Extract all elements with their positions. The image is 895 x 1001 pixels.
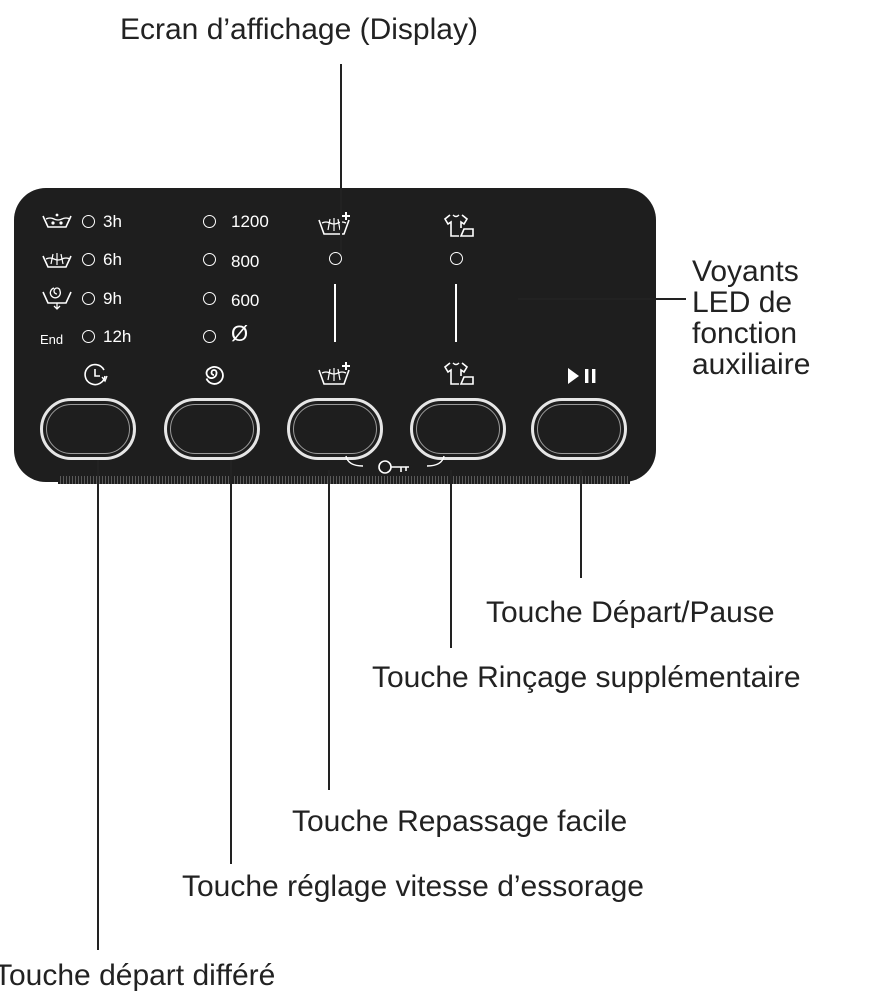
rinse-spin-icon	[42, 287, 72, 310]
delay-option-3h: 3h	[103, 212, 122, 231]
label-display: Ecran d’affichage (Display)	[120, 13, 478, 46]
spin-led-1200	[203, 215, 216, 228]
label-delay-start: Touche départ différé	[0, 959, 276, 992]
easy-iron-led	[450, 252, 463, 265]
extra-rinse-led	[329, 252, 342, 265]
delay-option-9h: 9h	[103, 289, 122, 308]
prewash-icon	[42, 213, 72, 228]
easy-iron-button[interactable]	[287, 398, 383, 460]
leader-extra-rinse	[450, 470, 452, 648]
spin-option-800: 800	[231, 252, 260, 271]
child-lock-indicator	[345, 455, 445, 467]
label-aux-led: Voyants LED de fonction auxiliaire	[692, 255, 811, 381]
panel-edge	[58, 476, 630, 484]
leader-start-pause	[580, 470, 582, 578]
easy-iron-icon	[443, 362, 474, 385]
spin-led-600	[203, 292, 216, 305]
spin-led-no-spin	[203, 330, 216, 343]
delay-option-12h: 12h	[103, 327, 132, 346]
key-icon	[378, 460, 409, 474]
extra-rinse-button[interactable]	[410, 398, 506, 460]
delay-led-12h	[82, 330, 95, 343]
easy-iron-indicator-icon	[443, 214, 474, 237]
no-spin-symbol: Ø	[231, 321, 249, 346]
extra-rinse-icon	[318, 362, 350, 385]
easy-iron-divider	[455, 284, 457, 342]
delay-start-button[interactable]	[40, 398, 136, 460]
label-spin-speed: Touche réglage vitesse d’essorage	[182, 870, 644, 903]
extra-rinse-divider	[334, 284, 336, 342]
label-start-pause: Touche Départ/Pause	[486, 596, 775, 629]
label-easy-iron: Touche Repassage facile	[292, 805, 628, 838]
spin-speed-button[interactable]	[164, 398, 260, 460]
play-pause-icon	[568, 368, 596, 384]
spin-led-800	[203, 253, 216, 266]
start-pause-button[interactable]	[531, 398, 627, 460]
leader-easy-iron	[328, 470, 330, 790]
clock-icon	[84, 363, 108, 386]
delay-led-3h	[82, 215, 95, 228]
leader-spin-speed	[230, 460, 232, 864]
spin-option-1200: 1200	[231, 212, 269, 231]
delay-led-9h	[82, 292, 95, 305]
spin-option-600: 600	[231, 291, 260, 310]
delay-led-6h	[82, 253, 95, 266]
extra-rinse-indicator-icon	[318, 212, 350, 235]
leader-delay-start	[97, 460, 99, 950]
label-extra-rinse: Touche Rinçage supplémentaire	[372, 661, 801, 694]
wash-icon	[42, 253, 72, 268]
leader-aux-led	[518, 298, 686, 300]
delay-option-6h: 6h	[103, 250, 122, 269]
end-label: End	[40, 332, 64, 347]
leader-display	[340, 64, 342, 254]
spin-icon	[205, 366, 224, 385]
